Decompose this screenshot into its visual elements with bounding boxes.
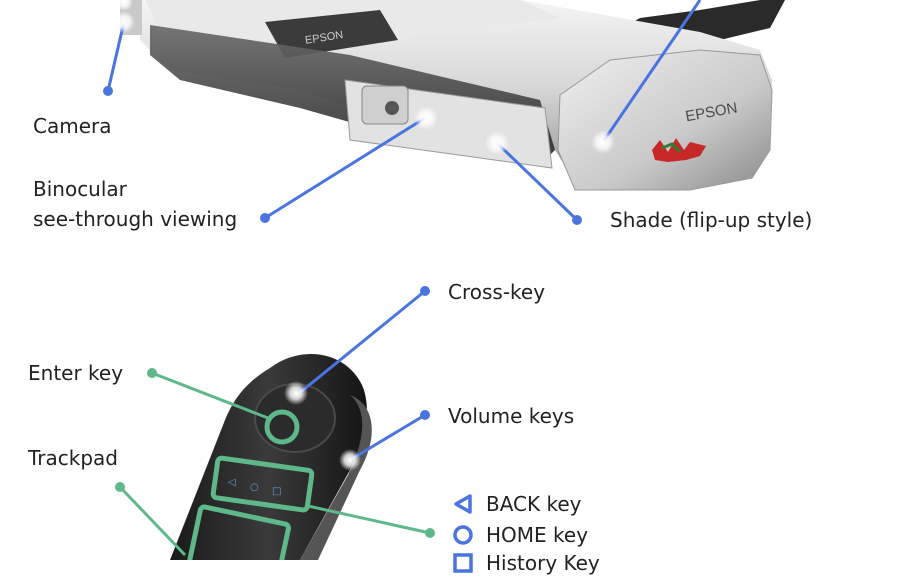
label-volume-keys: Volume keys <box>448 404 575 428</box>
callout-line-button-strip <box>307 504 431 535</box>
glasses-camera-housing <box>361 85 409 125</box>
glasses-camera-lens <box>385 101 399 115</box>
glow-camera-top <box>115 0 133 11</box>
label-enter-key: Enter key <box>28 361 124 385</box>
label-cross-key: Cross-key <box>448 280 546 304</box>
callout-line-cross-key <box>296 289 426 397</box>
product-illustration: EPSON EPSON <box>103 0 785 560</box>
callout-line-binocular <box>264 116 426 220</box>
callout-dots-blue <box>103 86 582 420</box>
dot-cross-key-end <box>420 286 430 296</box>
controller-history-glyph: □ <box>272 486 281 497</box>
callouts-green <box>118 371 431 557</box>
controller-back-glyph: ◁ <box>228 477 236 488</box>
callout-line-enter <box>151 371 269 420</box>
legend-history: History Key <box>452 548 600 578</box>
legend-back-label: BACK key <box>486 492 582 516</box>
callout-line-top-right <box>601 0 702 143</box>
controller-enter-key[interactable] <box>264 409 300 445</box>
back-triangle-icon <box>454 494 472 514</box>
legend-history-label: History Key <box>486 551 600 575</box>
controller-trackpad-highlight <box>186 504 291 560</box>
glow-temple <box>591 130 615 154</box>
glow-cross-key <box>284 381 308 405</box>
glow-shade <box>485 131 509 155</box>
glasses-brand-plate <box>265 10 398 58</box>
dot-volume-end <box>420 410 430 420</box>
history-square-icon <box>453 553 473 573</box>
dot-button-strip-end <box>425 528 435 538</box>
glow-binocular <box>414 106 438 130</box>
controller-button-strip-highlight <box>210 455 315 513</box>
callout-line-volume <box>349 413 426 462</box>
moverio-sticker-logo <box>652 138 706 162</box>
controller-home-glyph: ○ <box>250 482 259 493</box>
label-binocular-line1: Binocular <box>33 177 127 201</box>
dot-enter-end <box>147 368 157 378</box>
home-circle-icon <box>453 525 473 545</box>
glasses-temple-block <box>557 49 773 191</box>
legend-home: HOME key <box>452 520 588 550</box>
glow-volume <box>339 449 361 471</box>
controller-body <box>170 353 367 560</box>
label-shade: Shade (flip-up style) <box>610 208 813 232</box>
label-trackpad: Trackpad <box>28 446 118 470</box>
smart-glasses: EPSON EPSON <box>120 0 785 191</box>
callout-line-camera <box>106 21 126 92</box>
dot-camera-end <box>103 86 113 96</box>
glasses-top-logo: EPSON <box>304 29 344 47</box>
legend-back: BACK key <box>452 489 582 519</box>
callout-line-trackpad <box>118 485 187 557</box>
dot-binocular-end <box>260 213 270 223</box>
glow-camera <box>113 11 135 33</box>
label-camera: Camera <box>33 114 112 138</box>
legend-home-label: HOME key <box>486 523 589 547</box>
diagram-stage: EPSON EPSON <box>28 0 813 575</box>
dot-shade-end <box>572 215 582 225</box>
controller-side-edge <box>300 395 372 560</box>
dot-trackpad-end <box>115 482 125 492</box>
callout-line-shade <box>495 141 579 222</box>
callout-dots-green <box>115 368 435 538</box>
callouts-blue <box>106 0 702 462</box>
highlight-points <box>113 0 615 471</box>
label-binocular-line2: see-through viewing <box>33 207 238 231</box>
